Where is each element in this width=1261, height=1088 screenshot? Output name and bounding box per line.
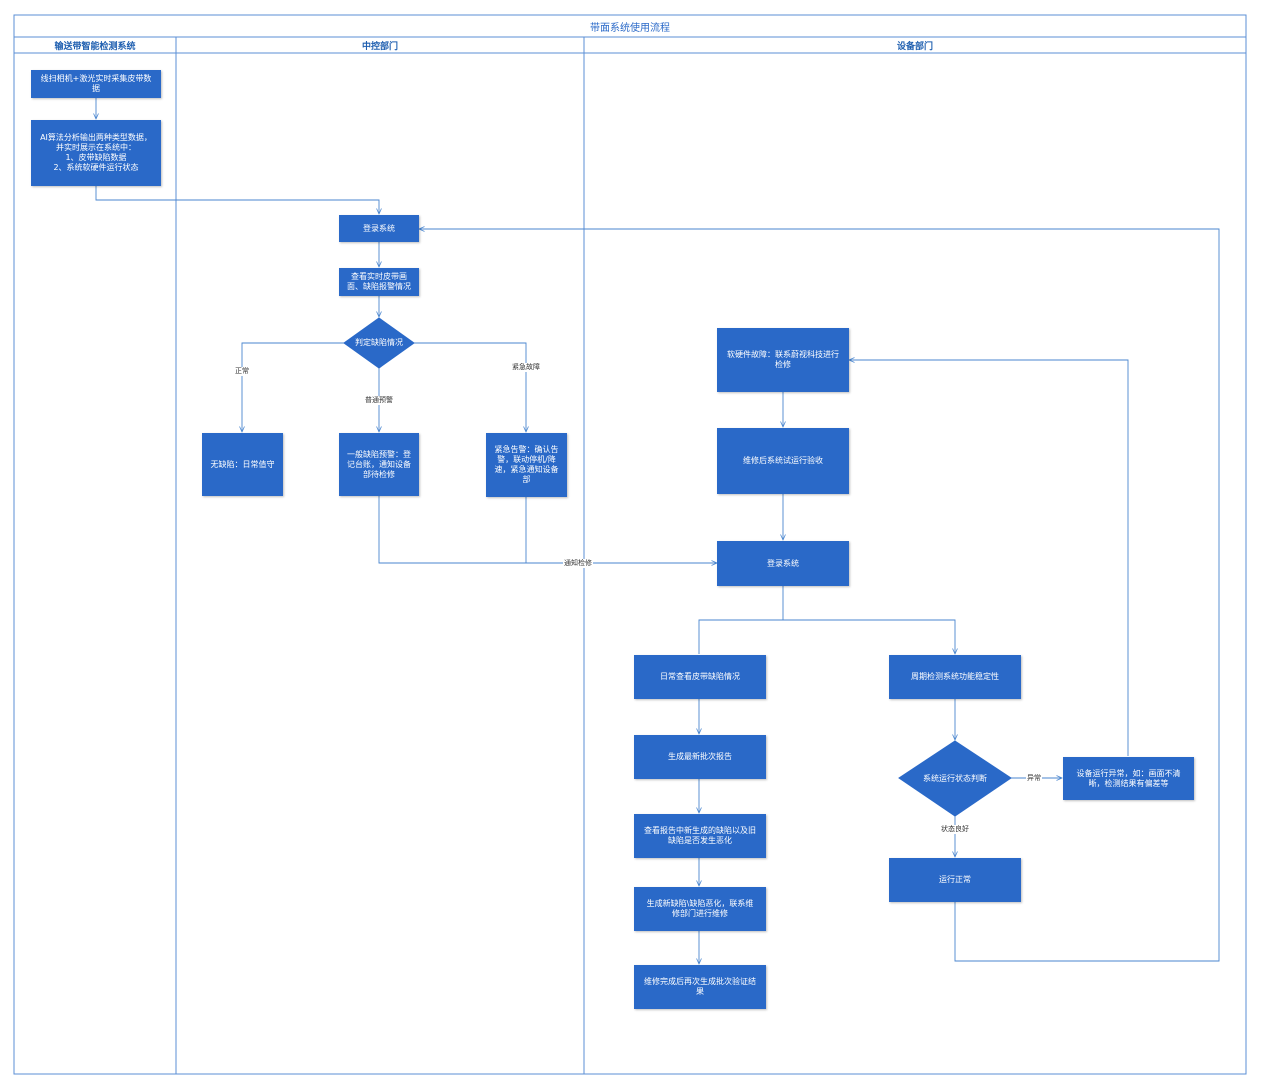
state-judge-diamond[interactable] bbox=[898, 740, 1012, 817]
edge-label-notify: 通知检修 bbox=[563, 559, 593, 568]
node-ai-analysis[interactable]: AI算法分析输出两种类型数据， 并实时展示在系统中： 1、皮带缺陷数据 2、系统… bbox=[31, 120, 161, 186]
node-login-equipment[interactable]: 登录系统 bbox=[717, 541, 849, 586]
node-acceptance[interactable]: 维修后系统试运行验收 bbox=[717, 428, 849, 494]
edge-label-emergency: 紧急故障 bbox=[511, 363, 541, 372]
node-periodic-check[interactable]: 周期检测系统功能稳定性 bbox=[889, 655, 1021, 699]
node-running-normal[interactable]: 运行正常 bbox=[889, 858, 1021, 902]
edge-login2-branches bbox=[698, 586, 955, 654]
connectors bbox=[95, 98, 1220, 964]
node-login-control[interactable]: 登录系统 bbox=[339, 215, 419, 242]
node-collect-data[interactable]: 线扫相机+激光实时采集皮带数 据 bbox=[31, 70, 161, 98]
node-verify[interactable]: 维修完成后再次生成批次验证结 果 bbox=[634, 965, 766, 1009]
node-general-warning[interactable]: 一般缺陷预警：登 记台账，通知设备 部待检修 bbox=[339, 433, 419, 496]
judge-diamond-label: 判定缺陷情况 bbox=[355, 338, 403, 347]
edge-label-normal: 正常 bbox=[234, 367, 250, 376]
lane-header-equipment-dept: 设备部门 bbox=[896, 42, 933, 52]
node-generate-report[interactable]: 生成最新批次报告 bbox=[634, 735, 766, 779]
node-view-realtime[interactable]: 查看实时皮带画 面、缺陷报警情况 bbox=[339, 268, 419, 296]
state-judge-label: 系统运行状态判断 bbox=[923, 774, 987, 783]
node-hw-fault[interactable]: 软硬件故障：联系蔚视科技进行 检修 bbox=[717, 328, 849, 392]
node-daily-check[interactable]: 日常查看皮带缺陷情况 bbox=[634, 655, 766, 699]
edge-judge-nodefect bbox=[242, 342, 344, 432]
edge-running-login1 bbox=[419, 229, 1220, 962]
node-no-defect[interactable]: 无缺陷：日常值守 bbox=[202, 433, 283, 496]
node-repair[interactable]: 生成新缺陷\缺陷恶化，联系维 修部门进行维修 bbox=[634, 887, 766, 931]
lane-header-control-dept: 中控部门 bbox=[361, 42, 398, 52]
edge-judge-urgent bbox=[414, 342, 526, 432]
judge-diamond[interactable] bbox=[343, 317, 415, 369]
edge-general-login2 bbox=[378, 496, 717, 563]
edge-label-good: 状态良好 bbox=[940, 825, 970, 834]
edge-ai-login bbox=[95, 186, 379, 214]
edge-abnormal-hw bbox=[849, 360, 1129, 756]
diagram-title: 带面系统使用流程 bbox=[590, 22, 670, 34]
lane-header-detection-system: 输送带智能检测系统 bbox=[54, 42, 136, 52]
node-compare-defects[interactable]: 查看报告中新生成的缺陷以及旧 缺陷是否发生恶化 bbox=[634, 814, 766, 858]
edge-label-warning: 普通预警 bbox=[364, 396, 394, 405]
node-urgent-alarm[interactable]: 紧急告警：确认告 警，联动停机/降 速，紧急通知设备 部 bbox=[486, 433, 567, 497]
swimlane-frame bbox=[13, 14, 1247, 1075]
node-abnormal[interactable]: 设备运行异常，如：画面不清 晰，检测结果有偏差等 bbox=[1063, 757, 1194, 800]
edge-label-exception: 异常 bbox=[1026, 774, 1042, 783]
